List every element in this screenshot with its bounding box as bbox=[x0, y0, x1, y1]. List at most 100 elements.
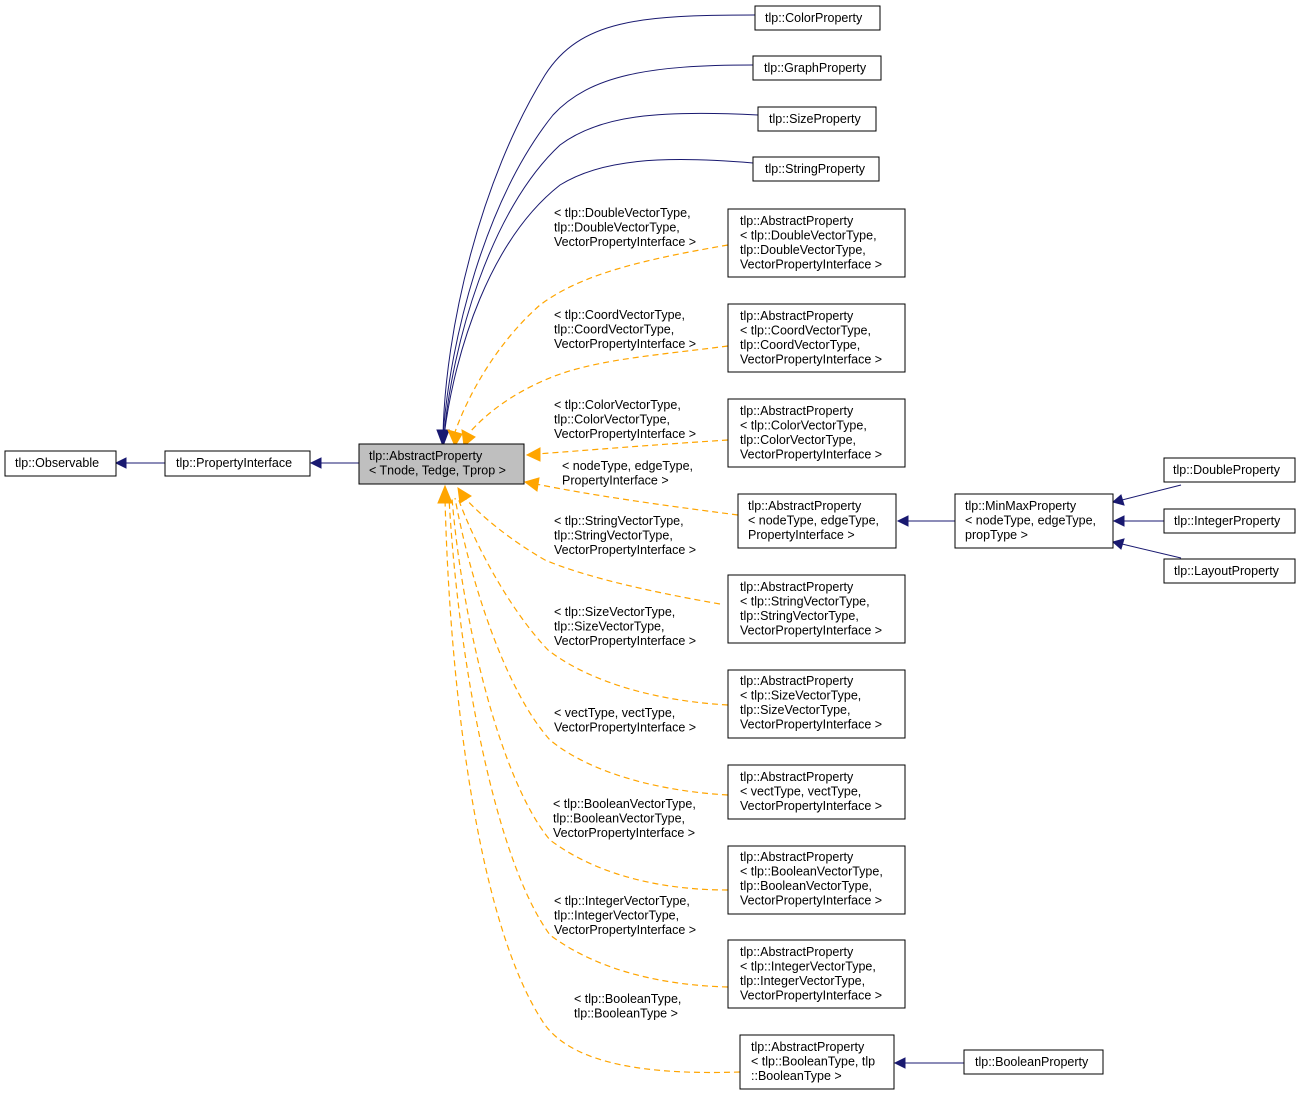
edges bbox=[114, 14, 1182, 1074]
node-label: tlp::AbstractProperty< tlp::StringVector… bbox=[740, 580, 882, 638]
edge-sizeproperty-abstractproperty bbox=[443, 112, 759, 437]
text-line: tlp::BooleanVectorType, bbox=[553, 812, 685, 826]
text-line: < tlp::BooleanVectorType, bbox=[553, 797, 696, 811]
edge-graphproperty-abstractproperty bbox=[442, 64, 754, 437]
text-line: tlp::IntegerProperty bbox=[1174, 514, 1281, 528]
text-line: VectorPropertyInterface > bbox=[740, 894, 882, 908]
text-line: tlp::AbstractProperty bbox=[740, 850, 854, 864]
arrowhead-icon bbox=[436, 429, 450, 448]
text-line: tlp::AbstractProperty bbox=[740, 674, 854, 688]
node-ap-boolean[interactable]: tlp::AbstractProperty< tlp::BooleanType,… bbox=[739, 1034, 895, 1090]
text-line: propType > bbox=[965, 528, 1028, 542]
text-line: tlp::SizeVectorType, bbox=[554, 620, 664, 634]
node-ap-double-vector[interactable]: tlp::AbstractProperty< tlp::DoubleVector… bbox=[727, 208, 906, 278]
edge-layout-minmax bbox=[1121, 543, 1182, 559]
text-line: tlp::Observable bbox=[15, 456, 99, 470]
node-label: tlp::AbstractProperty< tlp::BooleanType,… bbox=[751, 1040, 875, 1083]
node-property-interface[interactable]: tlp::PropertyInterface bbox=[164, 450, 311, 477]
node-layout-property[interactable]: tlp::LayoutProperty bbox=[1163, 558, 1296, 584]
text-line: PropertyInterface > bbox=[562, 474, 669, 488]
text-line: tlp::BooleanType > bbox=[574, 1007, 678, 1021]
node-ap-node-edge[interactable]: tlp::AbstractProperty< nodeType, edgeTyp… bbox=[737, 493, 897, 549]
text-line: tlp::IntegerVectorType, bbox=[740, 974, 865, 988]
edge-label-double-vector: < tlp::DoubleVectorType,tlp::DoubleVecto… bbox=[554, 206, 696, 249]
node-minmax-property[interactable]: tlp::MinMaxProperty< nodeType, edgeType,… bbox=[954, 493, 1114, 549]
node-label: tlp::AbstractProperty< vectType, vectTyp… bbox=[740, 770, 882, 813]
node-label: tlp::StringProperty bbox=[765, 162, 866, 176]
text-line: VectorPropertyInterface > bbox=[554, 634, 696, 648]
node-label: tlp::AbstractProperty< tlp::DoubleVector… bbox=[740, 214, 882, 272]
node-abstract-property-current[interactable]: tlp::AbstractProperty< Tnode, Tedge, Tpr… bbox=[358, 443, 525, 485]
node-ap-string-vector[interactable]: tlp::AbstractProperty< tlp::StringVector… bbox=[727, 574, 906, 644]
text-line: VectorPropertyInterface > bbox=[553, 826, 695, 840]
text-line: < Tnode, Tedge, Tprop > bbox=[369, 464, 506, 478]
text-line: tlp::AbstractProperty bbox=[740, 404, 854, 418]
edge-label-node-edge: < nodeType, edgeType,PropertyInterface > bbox=[562, 459, 693, 488]
node-ap-size-vector[interactable]: tlp::AbstractProperty< tlp::SizeVectorTy… bbox=[727, 669, 906, 739]
node-label: tlp::DoubleProperty bbox=[1173, 463, 1281, 477]
node-observable[interactable]: tlp::Observable bbox=[4, 450, 117, 477]
node-label: tlp::IntegerProperty bbox=[1174, 514, 1281, 528]
text-line: tlp::AbstractProperty bbox=[740, 945, 854, 959]
node-label: tlp::AbstractProperty< tlp::ColorVectorT… bbox=[740, 404, 882, 462]
arrowhead-icon bbox=[437, 484, 453, 504]
node-integer-property[interactable]: tlp::IntegerProperty bbox=[1163, 508, 1296, 534]
text-line: tlp::BooleanVectorType, bbox=[740, 879, 872, 893]
text-line: < nodeType, edgeType, bbox=[748, 514, 879, 528]
arrowhead-icon bbox=[525, 447, 541, 462]
text-line: VectorPropertyInterface > bbox=[740, 353, 882, 367]
text-line: < tlp::BooleanType, tlp bbox=[751, 1055, 875, 1069]
node-label: tlp::GraphProperty bbox=[764, 61, 867, 75]
nodes: tlp::Observable tlp::PropertyInterface t… bbox=[4, 5, 1296, 1090]
text-line: < vectType, vectType, bbox=[554, 706, 675, 720]
node-ap-boolean-vector[interactable]: tlp::AbstractProperty< tlp::BooleanVecto… bbox=[727, 845, 906, 915]
edge-double-minmax bbox=[1121, 484, 1182, 501]
arrowhead-icon bbox=[114, 457, 127, 469]
text-line: VectorPropertyInterface > bbox=[554, 235, 696, 249]
text-line: tlp::SizeVectorType, bbox=[740, 703, 850, 717]
text-line: tlp::CoordVectorType, bbox=[740, 338, 860, 352]
node-graph-property[interactable]: tlp::GraphProperty bbox=[752, 55, 882, 81]
node-label: tlp::AbstractProperty< tlp::BooleanVecto… bbox=[740, 850, 883, 908]
node-string-property[interactable]: tlp::StringProperty bbox=[752, 156, 880, 182]
node-double-property[interactable]: tlp::DoubleProperty bbox=[1163, 457, 1296, 483]
text-line: tlp::StringVectorType, bbox=[740, 609, 859, 623]
node-ap-color-vector[interactable]: tlp::AbstractProperty< tlp::ColorVectorT… bbox=[727, 398, 906, 468]
text-line: VectorPropertyInterface > bbox=[740, 258, 882, 272]
text-line: < tlp::ColorVectorType, bbox=[740, 419, 867, 433]
arrowhead-icon bbox=[893, 1057, 906, 1069]
text-line: PropertyInterface > bbox=[748, 528, 855, 542]
text-line: VectorPropertyInterface > bbox=[554, 337, 696, 351]
text-line: tlp::StringVectorType, bbox=[554, 529, 673, 543]
text-line: tlp::AbstractProperty bbox=[740, 309, 854, 323]
text-line: < vectType, vectType, bbox=[740, 785, 861, 799]
node-boolean-property[interactable]: tlp::BooleanProperty bbox=[963, 1049, 1104, 1075]
node-ap-integer-vector[interactable]: tlp::AbstractProperty< tlp::IntegerVecto… bbox=[727, 939, 906, 1009]
text-line: VectorPropertyInterface > bbox=[554, 923, 696, 937]
text-line: tlp::AbstractProperty bbox=[740, 580, 854, 594]
text-line: tlp::AbstractProperty bbox=[740, 214, 854, 228]
node-color-property[interactable]: tlp::ColorProperty bbox=[754, 5, 881, 31]
text-line: < tlp::CoordVectorType, bbox=[554, 308, 685, 322]
text-line: < tlp::IntegerVectorType, bbox=[554, 894, 690, 908]
node-ap-vect[interactable]: tlp::AbstractProperty< vectType, vectTyp… bbox=[727, 764, 906, 820]
node-ap-coord-vector[interactable]: tlp::AbstractProperty< tlp::CoordVectorT… bbox=[727, 303, 906, 373]
edge-label-vect: < vectType, vectType,VectorPropertyInter… bbox=[554, 706, 696, 735]
text-line: tlp::AbstractProperty bbox=[740, 770, 854, 784]
edge-label-coord-vector: < tlp::CoordVectorType,tlp::CoordVectorT… bbox=[554, 308, 696, 351]
text-line: tlp::StringProperty bbox=[765, 162, 866, 176]
edge-template-node-edge bbox=[535, 483, 739, 516]
text-line: < tlp::BooleanType, bbox=[574, 992, 681, 1006]
text-line: < tlp::StringVectorType, bbox=[554, 514, 684, 528]
arrowhead-icon bbox=[896, 515, 909, 527]
text-line: < tlp::SizeVectorType, bbox=[740, 689, 861, 703]
node-label: tlp::AbstractProperty< tlp::IntegerVecto… bbox=[740, 945, 882, 1003]
node-label: tlp::AbstractProperty< Tnode, Tedge, Tpr… bbox=[369, 449, 506, 478]
text-line: tlp::IntegerVectorType, bbox=[554, 909, 679, 923]
text-line: tlp::ColorVectorType, bbox=[554, 413, 670, 427]
edge-label-boolean: < tlp::BooleanType,tlp::BooleanType > bbox=[574, 992, 681, 1021]
arrowhead-icon bbox=[457, 487, 472, 504]
edge-label-size-vector: < tlp::SizeVectorType,tlp::SizeVectorTyp… bbox=[554, 605, 696, 648]
node-label: tlp::Observable bbox=[15, 456, 99, 470]
node-size-property[interactable]: tlp::SizeProperty bbox=[757, 106, 877, 132]
